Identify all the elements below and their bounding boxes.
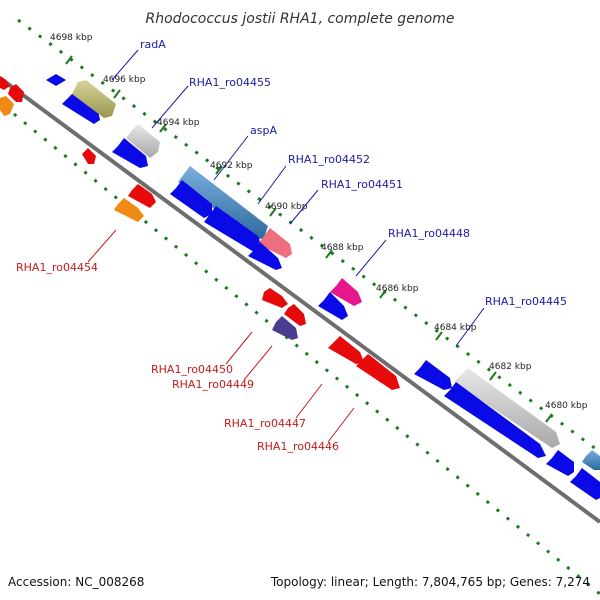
gene-blue-3[interactable] [112,138,148,168]
genome-title: Rhodococcus jostii RHA1, complete genome [145,11,454,27]
label-RHA1-ro04454: RHA1_ro04454 [16,261,98,274]
label-RHA1-ro04451: RHA1_ro04451 [321,178,403,191]
accession-text: Accession: NC_008268 [8,575,144,589]
gene-red-edge-left[interactable] [0,76,10,90]
genome-backbone [0,76,600,524]
gene-gray-2[interactable] [454,368,560,448]
label-RHA1-ro04446: RHA1_ro04446 [257,440,339,453]
tick-label-4682: 4682 kbp [489,362,532,372]
tick-label-4688: 4688 kbp [321,243,364,253]
gene-red-edge-left-2[interactable] [8,84,24,102]
gene-pink[interactable] [258,228,292,258]
gene-blue-11[interactable] [570,468,600,500]
gene-blue-5[interactable] [204,206,262,252]
tick-label-4686: 4686 kbp [376,284,419,294]
gene-steel-edge[interactable] [582,450,600,470]
tick-label-4696: 4696 kbp [103,75,146,85]
gene-red-4454[interactable] [128,184,156,208]
tick-label-4692: 4692 kbp [210,161,253,171]
gene-red-4450b[interactable] [284,304,306,326]
tick-label-4690: 4690 kbp [265,202,308,212]
gene-blue-2[interactable] [62,92,100,124]
gene-blue-8[interactable] [414,360,452,390]
gene-orange-4454[interactable] [114,198,144,222]
tick-label-4680: 4680 kbp [545,401,588,411]
reverse-leaders [87,229,355,443]
label-RHA1-ro04455: RHA1_ro04455 [189,76,271,89]
genome-summary-text: Topology: linear; Length: 7,804,765 bp; … [270,575,590,589]
tick-label-4694: 4694 kbp [157,118,200,128]
gene-red-4447[interactable] [328,336,364,364]
gene-radA[interactable] [72,80,116,118]
gene-aspA[interactable] [178,166,268,240]
gene-gray-1[interactable] [126,124,160,158]
gene-blue-9[interactable] [444,382,546,458]
gene-blue-1[interactable] [46,74,66,86]
label-RHA1-ro04445: RHA1_ro04445 [485,295,567,308]
tick-marks [65,55,553,423]
gene-red-4450[interactable] [262,288,288,308]
label-RHA1-ro04449: RHA1_ro04449 [172,378,254,391]
label-aspA: aspA [250,124,277,137]
gene-blue-10[interactable] [546,450,574,476]
reverse-tick-line [13,112,600,596]
tick-label-4684: 4684 kbp [434,323,477,333]
gene-blue-6[interactable] [248,242,282,270]
gene-blue-4[interactable] [170,180,212,218]
gene-blue-7[interactable] [318,292,348,320]
reverse-genes [0,84,400,390]
label-radA: radA [140,38,166,51]
gene-red-small[interactable] [82,148,96,164]
label-RHA1-ro04450: RHA1_ro04450 [151,363,233,376]
gene-navy-4449[interactable] [272,316,298,340]
forward-genes [0,74,600,500]
gene-orange-edge[interactable] [0,96,14,116]
label-RHA1-ro04452: RHA1_ro04452 [288,153,370,166]
label-RHA1-ro04448: RHA1_ro04448 [388,227,470,240]
forward-leaders [111,49,485,347]
label-RHA1-ro04447: RHA1_ro04447 [224,417,306,430]
tick-label-4698: 4698 kbp [50,33,93,43]
gene-red-4446[interactable] [356,354,400,390]
gene-magenta[interactable] [330,278,362,306]
